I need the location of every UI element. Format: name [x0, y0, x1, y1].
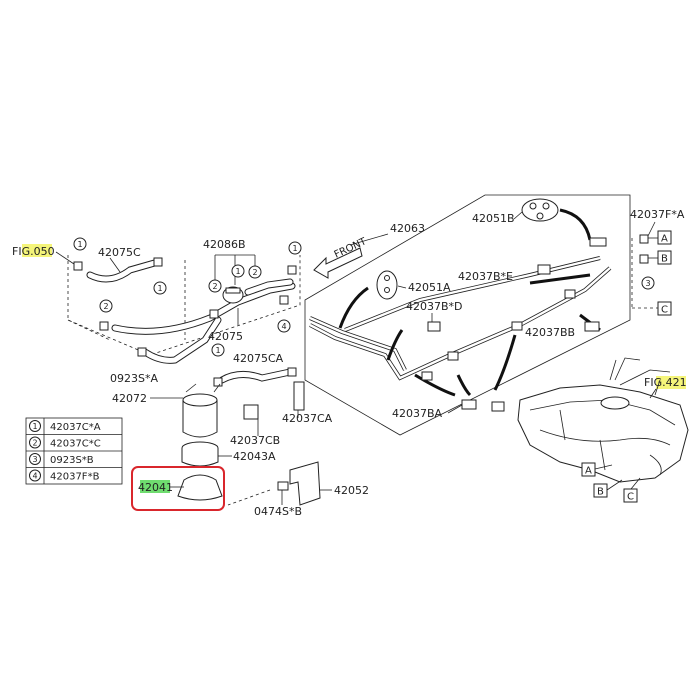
bracket-42052: [227, 461, 332, 506]
label-0923SA: 0923S*A: [110, 372, 158, 385]
legend-num-4: 4: [33, 472, 38, 481]
legend-part-4: 42037F*B: [50, 472, 100, 483]
fuel-filter-42072: [150, 383, 221, 438]
grommet-42051A: [376, 270, 398, 300]
svg-text:1: 1: [293, 244, 298, 253]
legend-num-1: 1: [33, 422, 38, 431]
svg-text:B: B: [661, 254, 668, 265]
ref-letters-tank: A B C: [581, 462, 641, 503]
legend-num-3: 3: [33, 455, 38, 464]
fig050-highlight: [22, 244, 52, 257]
fig421-ref[interactable]: FIG.421: [644, 376, 687, 389]
fuel-tank: [517, 357, 689, 483]
label-0474SB: 0474S*B: [254, 505, 302, 518]
svg-text:1: 1: [78, 240, 83, 249]
label-42037BA: 42037BA: [392, 407, 443, 420]
svg-text:2: 2: [104, 302, 109, 311]
svg-text:2: 2: [213, 282, 218, 291]
label-42063: 42063: [390, 222, 425, 235]
label-42072: 42072: [112, 392, 147, 405]
hose-42075CA: [218, 368, 294, 384]
label-42075CA: 42075CA: [233, 352, 284, 365]
svg-text:C: C: [627, 492, 634, 503]
label-42037FA: 42037F*A: [630, 208, 685, 221]
bracket-42037CB: [243, 404, 259, 436]
part-42041-highlight: [140, 480, 170, 493]
label-42037BD: 42037B*D: [406, 300, 463, 313]
label-42052: 42052: [334, 484, 369, 497]
clips: [421, 234, 649, 412]
hose-upper-right: [244, 278, 294, 296]
svg-text:1: 1: [158, 284, 163, 293]
svg-text:A: A: [585, 466, 592, 477]
label-42043A: 42043A: [233, 450, 276, 463]
hose-42075C: [86, 258, 162, 283]
label-42037CA: 42037CA: [282, 412, 333, 425]
svg-text:B: B: [597, 487, 604, 498]
grommet-42051B: [521, 198, 559, 222]
label-42051A: 42051A: [408, 281, 451, 294]
label-42037BB: 42037BB: [525, 326, 575, 339]
band-42043A: [181, 441, 232, 467]
legend-part-3: 0923S*B: [50, 455, 94, 466]
svg-text:C: C: [661, 305, 668, 316]
label-42051B: 42051B: [472, 212, 515, 225]
label-42075C: 42075C: [98, 246, 141, 259]
fig421-highlight: [656, 376, 686, 389]
label-42037CB: 42037CB: [230, 434, 280, 447]
label-42041: 42041: [138, 481, 173, 494]
svg-text:1: 1: [216, 346, 221, 355]
vapor-hoses: [338, 208, 601, 397]
legend-part-2: 42037C*C: [50, 439, 101, 450]
filter-bracket-42041: [170, 474, 223, 501]
label-42037BE: 42037B*E: [458, 270, 513, 283]
svg-text:2: 2: [253, 268, 258, 277]
clamp-marks: [73, 257, 297, 387]
fuel-line-panel-outline: [304, 194, 631, 436]
hose-42075: [111, 282, 296, 335]
ref-letters-right: A B C 3: [631, 230, 672, 316]
svg-text:3: 3: [646, 279, 651, 288]
legend-table: 1 42037C*A 2 42037C*C 3 0923S*B 4 42037F…: [25, 417, 123, 485]
circle-callouts-left: 1 1 2 2 2 1 1 4 1: [73, 237, 302, 357]
label-42086B: 42086B: [203, 238, 246, 251]
legend-part-1: 42037C*A: [50, 422, 101, 433]
svg-text:A: A: [661, 234, 668, 245]
svg-text:1: 1: [236, 267, 241, 276]
focus-box: [131, 466, 225, 511]
label-42075: 42075: [208, 330, 243, 343]
svg-text:4: 4: [282, 322, 287, 331]
legend-num-2: 2: [33, 439, 38, 448]
hose-lower: [141, 316, 222, 364]
bracket-42037CA: [293, 381, 305, 418]
fig050-ref[interactable]: FIG.050: [12, 245, 55, 258]
